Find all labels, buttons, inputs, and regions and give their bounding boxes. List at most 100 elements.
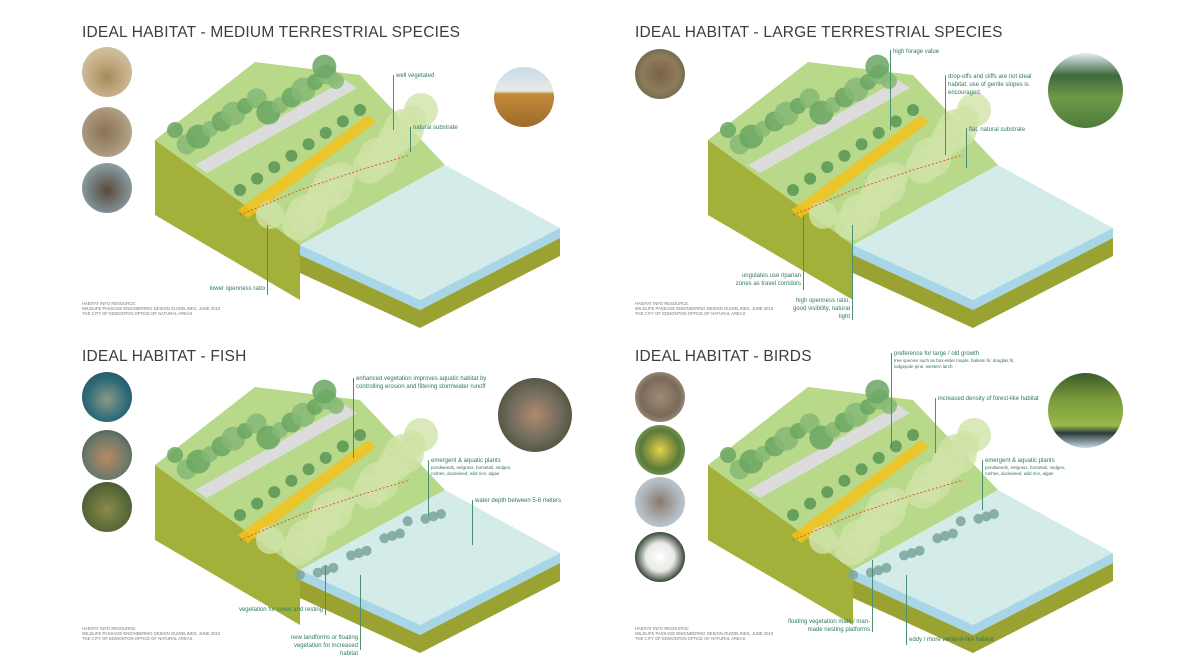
terrain-base <box>973 563 1113 653</box>
water-side <box>853 245 973 310</box>
conifer-tree <box>804 172 817 185</box>
coyote-photo <box>82 47 132 97</box>
water-surface <box>300 165 560 300</box>
beaver-photo <box>82 163 132 213</box>
aquatic-plant <box>428 511 439 522</box>
aquatic-plant <box>932 533 943 544</box>
water-side <box>973 228 1113 310</box>
label-lower-openness: lower openness ratio <box>209 286 265 292</box>
tree <box>328 398 344 414</box>
conifer-tree <box>872 126 885 139</box>
vegetation-patch <box>809 526 837 554</box>
aquatic-plant <box>899 550 910 561</box>
conifer-tree <box>907 104 919 116</box>
wildlife-path <box>791 115 929 218</box>
label-forest-density: increased density of forest-like habitat <box>938 396 1039 402</box>
conifer-tree <box>319 451 332 464</box>
conifer-tree <box>821 486 834 499</box>
conifer-tree <box>234 509 246 521</box>
conifer-tree <box>354 429 366 441</box>
tree <box>881 73 897 89</box>
label-high-forage: high forage value <box>893 49 940 55</box>
aquatic-plant <box>848 570 858 580</box>
conifer-tree <box>285 474 298 487</box>
water-surface <box>853 490 1113 625</box>
label-water-depth: water depth between 5-6 meters <box>475 498 562 504</box>
conifer-tree <box>268 161 281 174</box>
water-surface <box>300 490 560 625</box>
aquatic-plant <box>420 513 431 524</box>
tree <box>720 447 736 463</box>
road <box>748 405 910 498</box>
aquatic-plant <box>353 548 364 559</box>
aquatic-plant <box>940 530 951 541</box>
conifer-tree <box>855 138 868 151</box>
tree <box>865 54 890 79</box>
aquatic-plant <box>989 509 999 519</box>
grassland-photo <box>494 67 554 127</box>
movement-route <box>792 479 964 541</box>
footnote: HABITAT INFO RESOURCE:WILDLIFE PASSAGE E… <box>635 301 774 316</box>
hawk-photo <box>635 477 685 527</box>
conifer-tree <box>302 463 315 476</box>
owl-photo <box>635 372 685 422</box>
label-floating-vegetation: floating vegetation mats / man-made nest… <box>787 619 870 633</box>
conifer-tree <box>234 184 246 196</box>
aquatic-plant <box>295 570 305 580</box>
conifer-tree <box>336 440 349 453</box>
conifer-tree <box>907 429 919 441</box>
label-well-vegetated: well vegetated <box>396 73 435 79</box>
label-ungulates: ungulates use riparian zones as travel c… <box>735 273 801 287</box>
vegetation-patch <box>809 201 837 229</box>
tree <box>312 379 337 404</box>
tree <box>865 379 890 404</box>
road <box>195 80 357 173</box>
deer-photo <box>635 49 685 99</box>
aquatic-plant <box>914 545 925 556</box>
conifer-tree <box>319 126 332 139</box>
conifer-tree <box>804 497 817 510</box>
panel-title-medium-terrestrial: IDEAL HABITAT - MEDIUM TERRESTRIAL SPECI… <box>82 24 461 41</box>
terrain-base <box>853 580 973 653</box>
conifer-tree <box>251 497 264 510</box>
conifer-tree <box>302 138 315 151</box>
vegetation-patch <box>404 418 438 452</box>
water-side <box>973 553 1113 635</box>
tree <box>881 398 897 414</box>
trout-photo <box>82 430 132 480</box>
panel-title-birds: IDEAL HABITAT - BIRDS <box>635 348 812 365</box>
tree <box>328 73 344 89</box>
vegetation-patch <box>256 201 284 229</box>
wildlife-path <box>791 440 929 543</box>
aquatic-plant <box>955 516 966 527</box>
aquatic-plant <box>346 550 357 561</box>
conifer-tree <box>855 463 868 476</box>
road <box>195 405 357 498</box>
conifer-tree <box>838 474 851 487</box>
pike-photo <box>82 372 132 422</box>
aquatic-plant <box>328 562 339 573</box>
conifer-tree <box>889 115 902 128</box>
aquatic-plant <box>973 513 984 524</box>
vegetation-patch <box>957 418 991 452</box>
terrain-side <box>155 140 300 300</box>
aquatic-plant <box>402 516 413 527</box>
label-openness: high openness ratio, good visibility, na… <box>793 298 850 320</box>
water-side <box>420 553 560 635</box>
aquatic-plant <box>312 567 323 578</box>
conifer-tree <box>872 451 885 464</box>
vegetation-patch <box>404 93 438 127</box>
aquatic-plant <box>379 533 390 544</box>
conifer-tree <box>838 149 851 162</box>
aquatic-plant <box>947 528 958 539</box>
footnote: HABITAT INFO RESOURCE:WILDLIFE PASSAGE E… <box>82 626 221 641</box>
terrain-base <box>420 563 560 653</box>
conifer-tree <box>336 115 349 128</box>
wildlife-path <box>238 115 376 218</box>
terrain-base <box>420 238 560 328</box>
water-side <box>420 228 560 310</box>
panel-title-large-terrestrial: IDEAL HABITAT - LARGE TERRESTRIAL SPECIE… <box>635 24 1003 41</box>
conifer-tree <box>787 509 799 521</box>
terrain-base <box>973 238 1113 328</box>
